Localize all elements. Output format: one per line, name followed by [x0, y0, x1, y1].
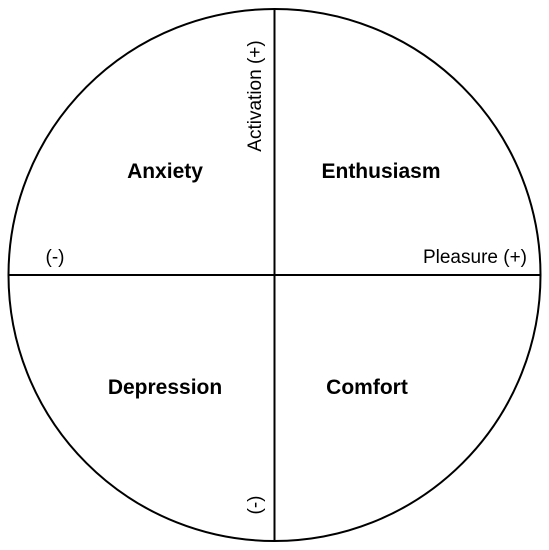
quadrant-label-anxiety: Anxiety: [127, 160, 203, 183]
axis-label-activation-negative: (-): [245, 496, 266, 515]
quadrant-label-comfort: Comfort: [326, 376, 408, 399]
axis-label-activation-positive: Activation (+): [245, 40, 266, 151]
quadrant-label-enthusiasm: Enthusiasm: [321, 160, 440, 183]
axis-label-pleasure-negative: (-): [46, 247, 65, 268]
axis-label-pleasure-positive: Pleasure (+): [423, 247, 527, 268]
quadrant-label-depression: Depression: [108, 376, 222, 399]
